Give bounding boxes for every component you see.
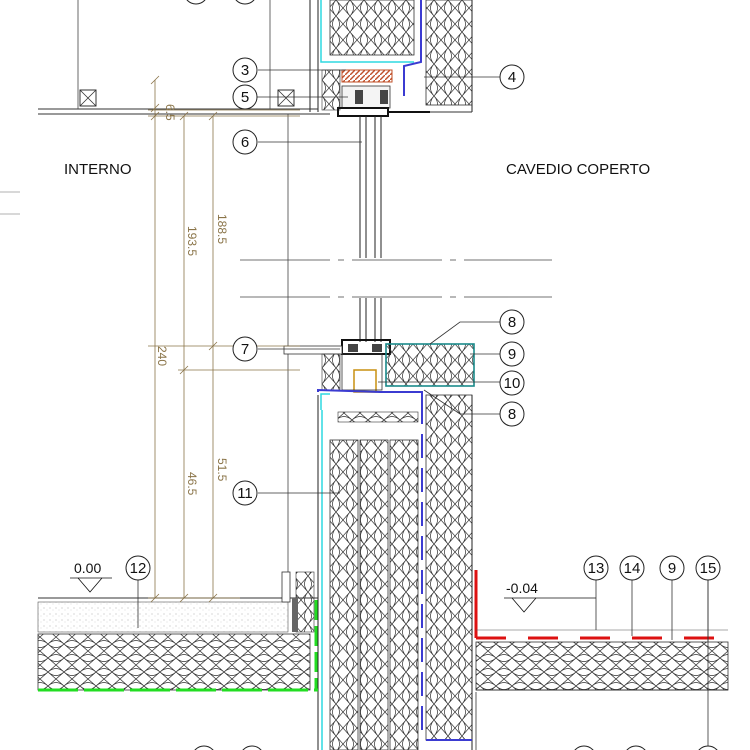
callout-partial-bottom-2 bbox=[242, 745, 262, 750]
callout-11: 11 bbox=[232, 480, 258, 506]
dimension-lines bbox=[148, 75, 300, 603]
callout-9-floor-label: 9 bbox=[668, 560, 676, 577]
callout-7: 7 bbox=[232, 336, 258, 362]
callout-15-label: 15 bbox=[700, 560, 717, 577]
callout-15: 15 bbox=[695, 555, 721, 581]
callout-12-label: 12 bbox=[130, 560, 147, 577]
level-marker-outside: -0.04 bbox=[504, 580, 596, 613]
ceiling-hanger-right bbox=[277, 89, 295, 107]
callout-4: 4 bbox=[499, 64, 525, 90]
callout-14-label: 14 bbox=[624, 560, 641, 577]
callout-6: 6 bbox=[232, 129, 258, 155]
callout-10-label: 10 bbox=[504, 375, 521, 392]
callout-5: 5 bbox=[232, 84, 258, 110]
room-label-exterior: CAVEDIO COPERTO bbox=[506, 161, 650, 178]
callout-13: 13 bbox=[583, 555, 609, 581]
callout-6-label: 6 bbox=[241, 134, 249, 151]
dim-46-5: 46.5 bbox=[185, 472, 199, 496]
callout-8-bottom-label: 8 bbox=[508, 406, 516, 423]
callout-partial-top-1 bbox=[186, 0, 206, 5]
window-sill bbox=[283, 339, 475, 423]
callout-partial-bottom-4 bbox=[626, 745, 646, 750]
callout-partial-bottom-5 bbox=[698, 745, 718, 750]
dim-188-5: 188.5 bbox=[215, 214, 229, 244]
callout-partial-bottom-3 bbox=[574, 745, 594, 750]
ceiling-hanger-left bbox=[79, 89, 97, 107]
level-floor-value: 0.00 bbox=[74, 560, 101, 576]
callout-leaders bbox=[137, 69, 709, 642]
callout-12: 12 bbox=[125, 555, 151, 581]
exterior-floor bbox=[474, 570, 729, 750]
callout-7-label: 7 bbox=[241, 341, 249, 358]
dim-51-5: 51.5 bbox=[215, 458, 229, 482]
callout-8-bottom: 8 bbox=[499, 401, 525, 427]
room-label-interior: INTERNO bbox=[64, 161, 132, 178]
callout-9-floor: 9 bbox=[659, 555, 685, 581]
interior-floor bbox=[37, 571, 318, 692]
callout-partial-bottom-1 bbox=[194, 745, 214, 750]
dim-6-5: 6.5 bbox=[163, 104, 177, 121]
callout-3-label: 3 bbox=[241, 62, 249, 79]
dim-193-5: 193.5 bbox=[185, 226, 199, 256]
callout-10: 10 bbox=[499, 370, 525, 396]
callout-8-top: 8 bbox=[499, 309, 525, 335]
window-glazing bbox=[359, 116, 382, 342]
level-marker-floor: 0.00 bbox=[70, 560, 112, 593]
callout-11-label: 11 bbox=[237, 485, 253, 502]
callout-4-label: 4 bbox=[508, 69, 516, 86]
callout-8-top-label: 8 bbox=[508, 314, 516, 331]
callout-partial-top-2 bbox=[235, 0, 255, 5]
callout-14: 14 bbox=[619, 555, 645, 581]
callout-3: 3 bbox=[232, 57, 258, 83]
callout-5-label: 5 bbox=[241, 89, 249, 106]
upper-wall bbox=[309, 0, 473, 117]
level-outside-value: -0.04 bbox=[506, 580, 538, 596]
callout-9-sill: 9 bbox=[499, 341, 525, 367]
callout-9-sill-label: 9 bbox=[508, 346, 516, 363]
lower-wall bbox=[317, 394, 473, 750]
callout-13-label: 13 bbox=[588, 560, 605, 577]
dim-240: 240 bbox=[155, 346, 169, 366]
